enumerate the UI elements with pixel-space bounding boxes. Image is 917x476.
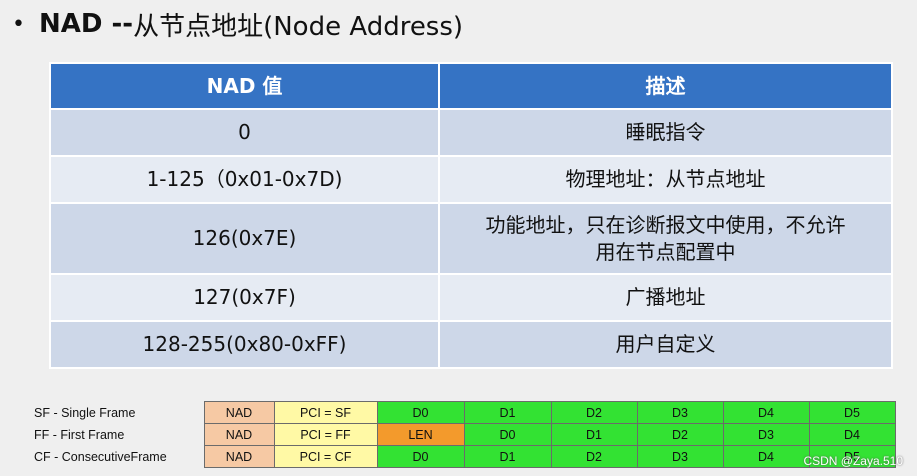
- nad-value-cell: 0: [49, 108, 440, 157]
- nad-table-header: NAD 值 描述: [49, 62, 893, 110]
- table-row: 126(0x7E) 功能地址，只在诊断报文中使用，不允许 用在节点配置中: [49, 202, 893, 275]
- frame-cell-data: D4: [722, 445, 810, 468]
- frame-cell-data: D3: [636, 445, 724, 468]
- frame-cell-data: D3: [722, 423, 810, 446]
- frame-cell-pci: PCI = CF: [273, 445, 378, 468]
- description-cell: 广播地址: [438, 273, 893, 322]
- bullet: •: [12, 11, 25, 37]
- description-cell: 用户自定义: [438, 320, 893, 369]
- frame-cell-len: LEN: [376, 423, 465, 446]
- table-row: 128-255(0x80-0xFF) 用户自定义: [49, 320, 893, 369]
- frame-row-sf: SF - Single Frame NAD PCI = SF D0 D1 D2 …: [32, 401, 896, 424]
- frame-cell-data: D0: [463, 423, 552, 446]
- frame-cell-pci: PCI = FF: [273, 423, 378, 446]
- frame-cell-data: D2: [636, 423, 724, 446]
- frame-cell-data: D1: [550, 423, 638, 446]
- frame-cell-data: D0: [376, 445, 465, 468]
- slide-heading: • NAD -- 从节点地址(Node Address): [12, 4, 463, 44]
- frame-cell-data: D3: [636, 401, 724, 424]
- heading-bold: NAD --: [38, 9, 134, 39]
- frame-cell-data: D5: [808, 401, 896, 424]
- header-description: 描述: [438, 62, 893, 110]
- frame-row-ff: FF - First Frame NAD PCI = FF LEN D0 D1 …: [32, 423, 896, 446]
- nad-table: NAD 值 描述 0 睡眠指令 1-125（0x01-0x7D) 物理地址：从节…: [49, 62, 893, 369]
- table-row: 0 睡眠指令: [49, 108, 893, 157]
- nad-value-cell: 128-255(0x80-0xFF): [49, 320, 440, 369]
- frame-format-table: SF - Single Frame NAD PCI = SF D0 D1 D2 …: [32, 401, 896, 468]
- frame-cell-data: D0: [376, 401, 465, 424]
- description-line: 功能地址，只在诊断报文中使用，不允许: [485, 212, 846, 237]
- frame-label: FF - First Frame: [34, 427, 125, 442]
- frame-cell-nad: NAD: [203, 445, 275, 468]
- frame-cell-data: D2: [550, 401, 638, 424]
- watermark: CSDN @Zaya.510: [803, 454, 903, 468]
- nad-value-cell: 127(0x7F): [49, 273, 440, 322]
- description-cell: 功能地址，只在诊断报文中使用，不允许 用在节点配置中: [438, 202, 893, 275]
- description-line: 用在节点配置中: [595, 239, 736, 264]
- frame-cell-nad: NAD: [203, 423, 275, 446]
- heading-text: 从节点地址(Node Address): [133, 11, 464, 42]
- frame-cell-data: D4: [722, 401, 810, 424]
- nad-value-cell: 1-125（0x01-0x7D): [49, 155, 440, 204]
- nad-value-cell: 126(0x7E): [49, 202, 440, 275]
- table-row: 127(0x7F) 广播地址: [49, 273, 893, 322]
- header-nad-value: NAD 值: [49, 62, 440, 110]
- frame-cell-pci: PCI = SF: [273, 401, 378, 424]
- table-row: 1-125（0x01-0x7D) 物理地址：从节点地址: [49, 155, 893, 204]
- frame-label: CF - ConsecutiveFrame: [34, 449, 167, 464]
- frame-cell-data: D4: [808, 423, 896, 446]
- frame-row-cf: CF - ConsecutiveFrame NAD PCI = CF D0 D1…: [32, 445, 896, 468]
- frame-cell-data: D1: [463, 401, 552, 424]
- description-cell: 睡眠指令: [438, 108, 893, 157]
- frame-cell-data: D5: [808, 445, 896, 468]
- frame-label: SF - Single Frame: [34, 405, 136, 420]
- description-cell: 物理地址：从节点地址: [438, 155, 893, 204]
- frame-cell-data: D2: [550, 445, 638, 468]
- frame-cell-nad: NAD: [203, 401, 275, 424]
- frame-cell-data: D1: [463, 445, 552, 468]
